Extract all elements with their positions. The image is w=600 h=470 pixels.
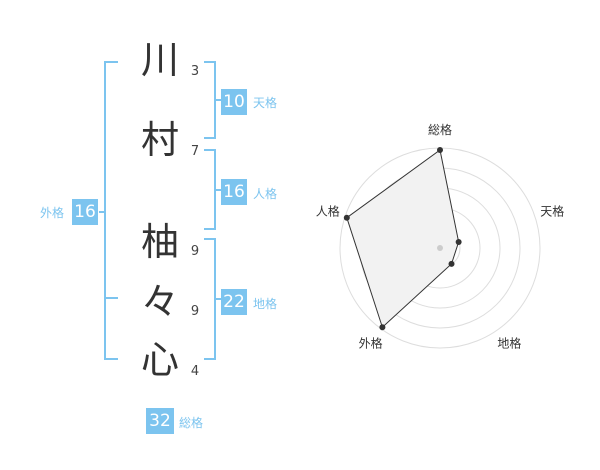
radar-axis-label-5: 人格 bbox=[316, 204, 340, 219]
name-char-1: 川 bbox=[140, 38, 179, 82]
radar-point-3 bbox=[448, 260, 455, 267]
gaikaku-value: 16 bbox=[72, 199, 98, 225]
radar-axis-label-1: 総格 bbox=[428, 122, 452, 137]
name-char-4: 々 bbox=[140, 280, 179, 324]
gaikaku-label: 外格 bbox=[40, 206, 65, 220]
stroke-count-5: 4 bbox=[190, 364, 200, 379]
stroke-count-4: 9 bbox=[190, 304, 200, 319]
soukaku-label: 総格 bbox=[179, 416, 204, 430]
chikaku-tick bbox=[216, 298, 221, 300]
jinkaku-label: 人格 bbox=[253, 187, 278, 201]
gaikaku-tick bbox=[99, 211, 104, 213]
radar-point-1 bbox=[437, 147, 443, 153]
stroke-count-3: 9 bbox=[190, 244, 200, 259]
radar-area bbox=[346, 149, 460, 329]
gaikaku-inner-tick bbox=[104, 297, 118, 299]
stroke-count-2: 7 bbox=[190, 144, 200, 159]
radar-axis-label-2: 天格 bbox=[540, 204, 564, 219]
radar-point-5 bbox=[343, 214, 350, 221]
name-char-5: 心 bbox=[140, 338, 179, 382]
tenkaku-value: 10 bbox=[221, 89, 247, 115]
chikaku-value: 22 bbox=[221, 289, 247, 315]
jinkaku-value: 16 bbox=[221, 179, 247, 205]
tenkaku-bracket bbox=[204, 61, 216, 139]
jinkaku-tick bbox=[216, 189, 221, 191]
soukaku-value: 32 bbox=[146, 408, 174, 434]
radar-axis-label-4: 外格 bbox=[359, 335, 383, 350]
gaikaku-bracket bbox=[104, 61, 118, 360]
stroke-count-1: 3 bbox=[190, 64, 200, 79]
radar-points bbox=[343, 147, 462, 331]
chikaku-bracket bbox=[204, 238, 216, 360]
radar-axis-label-3: 地格 bbox=[497, 335, 521, 350]
jinkaku-bracket bbox=[204, 149, 216, 230]
radar-point-2 bbox=[455, 238, 462, 245]
chikaku-label: 地格 bbox=[253, 297, 278, 311]
radar-center bbox=[437, 245, 443, 251]
name-char-3: 柚 bbox=[140, 220, 179, 264]
tenkaku-label: 天格 bbox=[253, 96, 278, 110]
radar-point-4 bbox=[379, 324, 386, 331]
name-char-2: 村 bbox=[140, 118, 179, 162]
tenkaku-tick bbox=[216, 99, 221, 101]
